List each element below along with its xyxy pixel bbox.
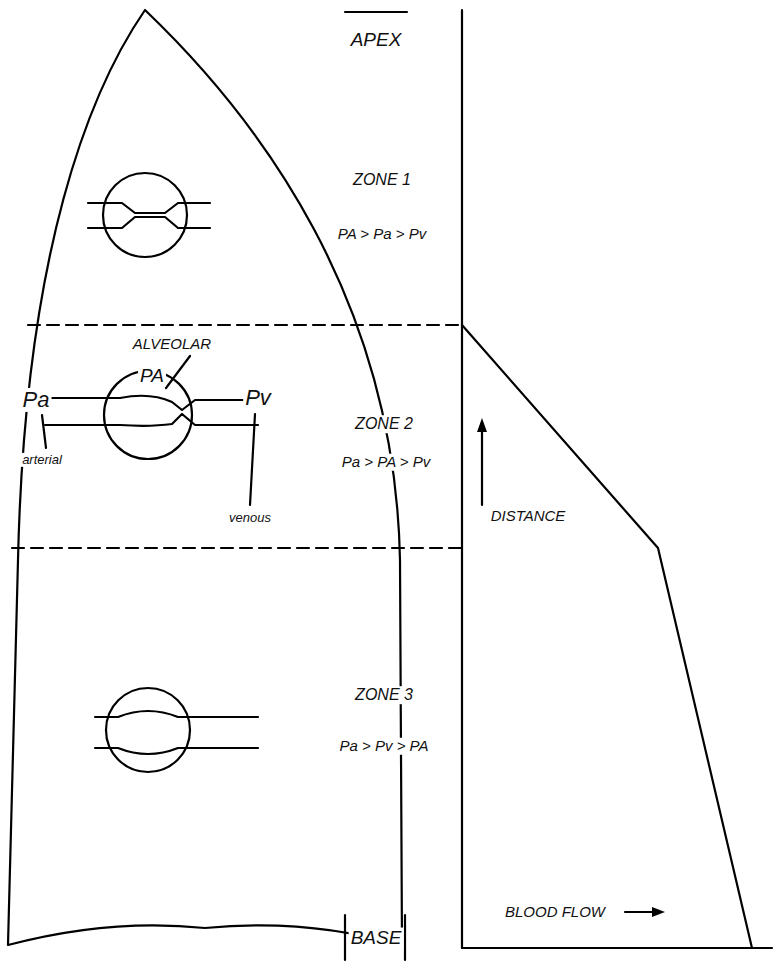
capillary [95, 711, 258, 717]
graph-axis [461, 10, 463, 948]
zone-divider [28, 324, 462, 326]
capillary [45, 414, 258, 426]
arrowhead [477, 418, 487, 432]
axis-label: BLOOD FLOW [503, 904, 607, 921]
zone-label: ZONE 2 [353, 415, 415, 433]
alveolar-label: ALVEOLAR [131, 336, 213, 353]
arrowhead [652, 907, 665, 917]
leader-line [250, 414, 255, 505]
pressure-label: Pa [21, 388, 52, 412]
pressure-relation: Pa > PA > Pv [340, 454, 432, 471]
base-label: BASE [349, 928, 404, 949]
alveolus [106, 688, 190, 772]
pressure-relation: Pa > Pv > PA [338, 738, 431, 755]
capillary [88, 203, 210, 213]
alveolus [103, 173, 187, 257]
pressure-relation: PA > Pa > Pv [336, 226, 428, 243]
axis-label: DISTANCE [489, 508, 568, 525]
capillary [45, 396, 258, 410]
leader-line [166, 356, 190, 388]
vessel-label: venous [227, 511, 273, 525]
flow-arrow [625, 911, 655, 913]
pressure-label: PA [138, 366, 166, 387]
lung-outline [8, 10, 402, 946]
apex-label: APEX [349, 30, 404, 51]
vessel-label: arterial [20, 453, 64, 467]
distance-arrow [481, 428, 483, 505]
pressure-label: Pv [243, 386, 273, 410]
base-bar [344, 915, 346, 960]
capillary [88, 217, 210, 228]
blood-flow-curve [462, 325, 752, 948]
zone-divider [12, 547, 462, 549]
leader-line [42, 415, 46, 448]
apex-bar [345, 11, 407, 13]
base-bar [404, 915, 406, 960]
zone-label: ZONE 3 [353, 686, 415, 704]
graph-axis [462, 947, 772, 949]
zone-label: ZONE 1 [351, 171, 413, 189]
capillary [95, 748, 258, 754]
